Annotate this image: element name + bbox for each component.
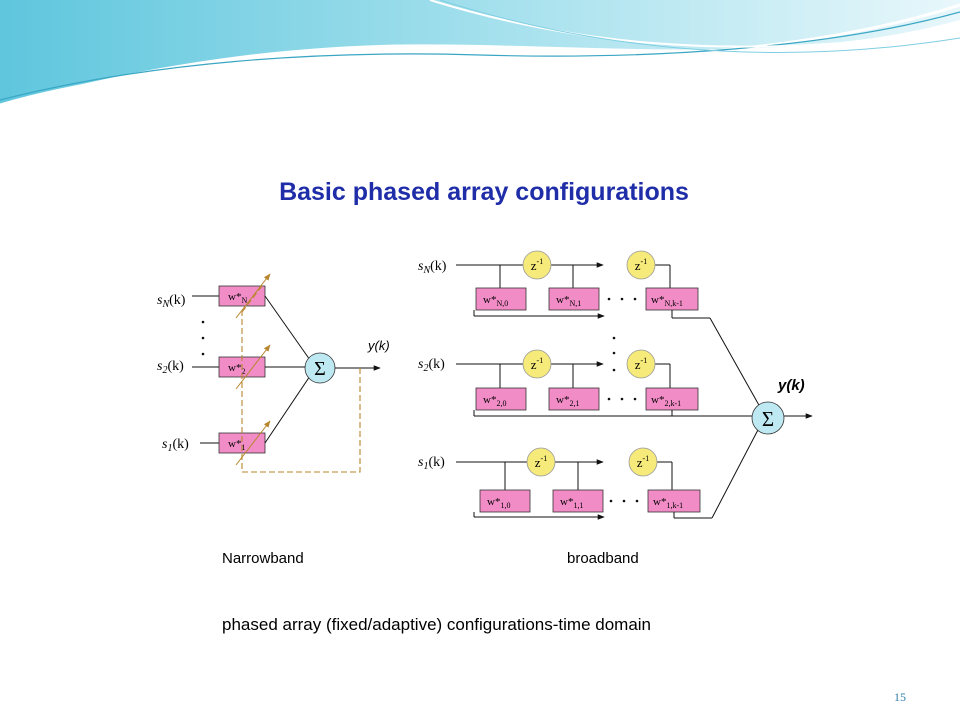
weight-label: w*N,0 xyxy=(483,294,508,308)
weight-box xyxy=(475,287,527,311)
narrowband-input-label: sN(k) xyxy=(157,293,186,310)
adaptive-arrow xyxy=(235,344,271,390)
sum-node xyxy=(751,401,785,435)
broadband-diagram: sN(k) s2(k) s1(k) z-1 xyxy=(418,250,813,567)
output-label: y(k) xyxy=(777,377,805,394)
svg-text:z-1: z-1 xyxy=(637,454,649,470)
narrowband-input-label: s2(k) xyxy=(157,359,184,376)
wire xyxy=(264,375,311,444)
ellipsis-dot xyxy=(201,352,205,356)
weight-box xyxy=(548,387,600,411)
wire xyxy=(709,317,761,408)
adaptive-feedback-loop xyxy=(241,285,263,313)
weight-label: w*N,1 xyxy=(556,294,581,308)
wire xyxy=(711,425,761,519)
delay-node: z-1 xyxy=(626,349,656,379)
sum-symbol: Σ xyxy=(314,358,326,380)
header-wave-banner xyxy=(0,0,960,107)
svg-text:z-1: z-1 xyxy=(535,454,547,470)
broadband-input-label: sN(k) xyxy=(418,259,447,276)
weight-box xyxy=(552,489,604,513)
sum-symbol: Σ xyxy=(762,407,774,431)
weight-box xyxy=(475,387,527,411)
ellipsis-dot xyxy=(201,336,205,340)
narrowband-label: Narrowband xyxy=(222,550,304,567)
output-label: y(k) xyxy=(367,338,390,353)
svg-text:z-1: z-1 xyxy=(531,257,543,273)
weight-label: w*N,k-1 xyxy=(651,294,683,308)
svg-text:z-1: z-1 xyxy=(635,257,647,273)
ellipsis-horizontal xyxy=(607,297,639,503)
delay-node: z-1 xyxy=(628,447,658,477)
svg-text:z-1: z-1 xyxy=(531,356,543,372)
delay-node: z-1 xyxy=(526,447,556,477)
broadband-label: broadband xyxy=(567,550,639,567)
delay-node: z-1 xyxy=(626,250,656,280)
adaptive-arrow xyxy=(235,273,271,319)
broadband-input-label: s1(k) xyxy=(418,455,445,472)
delay-node: z-1 xyxy=(522,250,552,280)
weight-box xyxy=(479,489,531,513)
broadband-input-label: s2(k) xyxy=(418,357,445,374)
narrowband-diagram: sN(k) s2(k) s1(k) w*N w*2 w*1 xyxy=(157,273,390,567)
weight-label: w*1 xyxy=(228,438,245,452)
wire xyxy=(264,295,311,361)
weight-label: w*1,1 xyxy=(560,496,583,510)
weight-label: w*1,0 xyxy=(487,496,510,510)
ellipsis-vertical xyxy=(612,336,616,372)
weight-label: w*2,k-1 xyxy=(651,394,681,408)
adaptive-feedback-loop xyxy=(241,312,361,473)
weight-box xyxy=(548,287,600,311)
weight-label: w*2 xyxy=(228,362,245,376)
weight-label: w*2,1 xyxy=(556,394,579,408)
page-number: 15 xyxy=(894,690,906,704)
weight-label: w*N xyxy=(228,291,247,305)
weight-label: w*1,k-1 xyxy=(653,496,683,510)
weight-label: w*2,0 xyxy=(483,394,506,408)
svg-text:z-1: z-1 xyxy=(635,356,647,372)
delay-node: z-1 xyxy=(522,349,552,379)
narrowband-input-label: s1(k) xyxy=(162,437,189,454)
slide-caption: phased array (fixed/adaptive) configurat… xyxy=(222,615,651,634)
ellipsis-dot xyxy=(201,320,205,324)
slide-title: Basic phased array configurations xyxy=(279,178,689,206)
